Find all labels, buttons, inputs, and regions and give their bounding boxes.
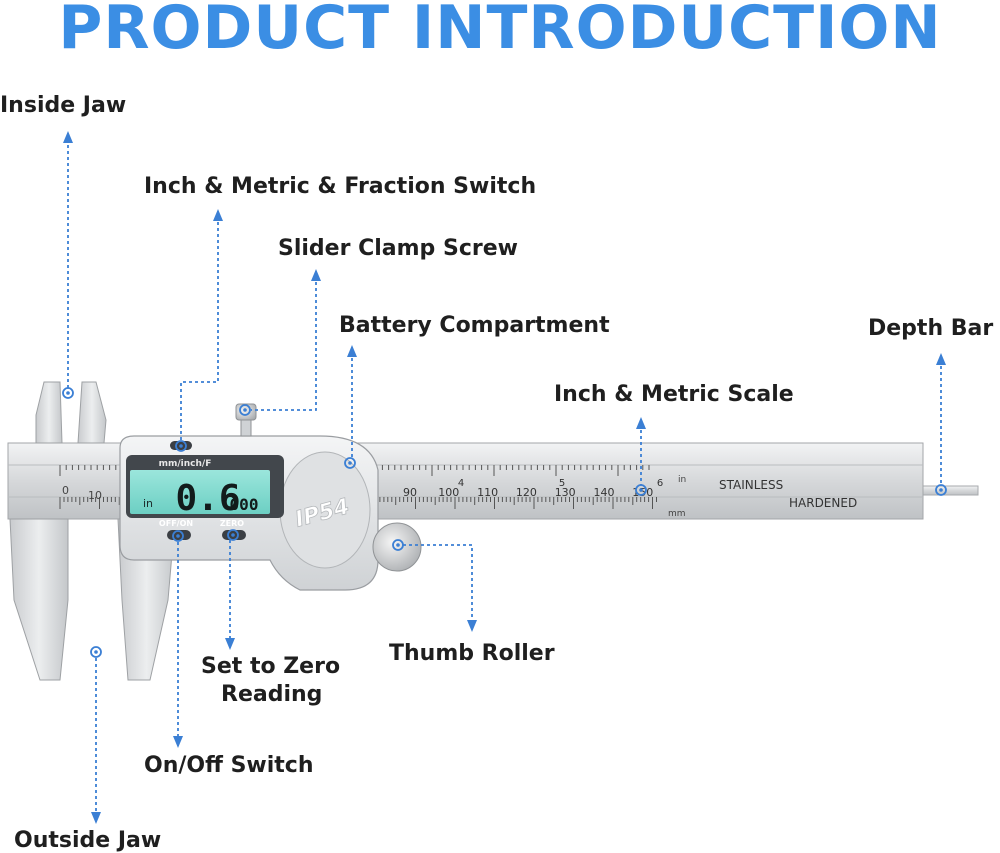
label-clamp-screw: Slider Clamp Screw bbox=[278, 236, 518, 261]
depth-bar bbox=[917, 485, 979, 496]
callout-battery bbox=[344, 345, 357, 469]
mm-number-labels: 90 100 110 120 130 140 150 bbox=[403, 486, 653, 499]
inch-number: 4 bbox=[458, 478, 464, 489]
lcd-reading: 0.6 bbox=[175, 478, 240, 519]
inch-number: 5 bbox=[559, 478, 565, 489]
label-onoff-switch: On/Off Switch bbox=[144, 753, 314, 778]
stamp-stainless: STAINLESS bbox=[719, 478, 783, 492]
mm-unit: mm bbox=[668, 509, 686, 519]
label-depth-bar: Depth Bar bbox=[868, 316, 994, 341]
page-title: PRODUCT INTRODUCTION bbox=[58, 0, 942, 63]
mode-label: mm/inch/F bbox=[159, 459, 212, 469]
callout-scale bbox=[635, 417, 647, 496]
mm-number: 140 bbox=[594, 486, 615, 499]
main-zero: 0 bbox=[62, 484, 69, 497]
callout-depth-bar bbox=[935, 353, 947, 496]
outside-jaw-fixed bbox=[9, 518, 69, 681]
callout-unit-switch bbox=[175, 209, 223, 452]
main-ten: 10 bbox=[88, 489, 102, 502]
clamp-screw[interactable] bbox=[235, 403, 257, 421]
callout-clamp-screw bbox=[239, 269, 321, 416]
mm-number: 110 bbox=[477, 486, 498, 499]
callout-outside-jaw bbox=[90, 646, 102, 824]
label-thumb-roller: Thumb Roller bbox=[389, 641, 555, 666]
label-set-zero-2: Reading bbox=[221, 682, 323, 707]
inch-number-labels: 4 5 6 bbox=[458, 478, 663, 489]
label-outside-jaw: Outside Jaw bbox=[14, 828, 162, 853]
label-unit-switch: Inch & Metric & Fraction Switch bbox=[144, 174, 537, 199]
lcd-screen bbox=[130, 470, 270, 514]
onoff-caption: OFF/ON bbox=[159, 519, 193, 528]
stamp-hardened: HARDENED bbox=[789, 496, 857, 510]
callout-inside-jaw bbox=[62, 131, 74, 399]
inside-jaw-slider bbox=[77, 381, 107, 444]
mm-number: 100 bbox=[438, 486, 459, 499]
inch-unit: in bbox=[678, 475, 686, 485]
lcd-reading-small: 000 bbox=[230, 495, 259, 514]
mm-number: 120 bbox=[516, 486, 537, 499]
label-scale: Inch & Metric Scale bbox=[554, 382, 794, 407]
label-battery: Battery Compartment bbox=[339, 313, 610, 338]
callout-set-zero bbox=[225, 529, 239, 650]
mm-number: 150 bbox=[632, 486, 653, 499]
inside-jaw-fixed bbox=[35, 381, 63, 444]
inch-number: 6 bbox=[657, 478, 663, 489]
lcd-unit-in: in bbox=[143, 497, 153, 510]
zero-caption: ZERO bbox=[220, 519, 244, 528]
mm-number: 130 bbox=[555, 486, 576, 499]
label-inside-jaw: Inside Jaw bbox=[0, 93, 127, 118]
thumb-roller[interactable] bbox=[372, 522, 422, 572]
callout-onoff bbox=[172, 530, 184, 748]
label-set-zero-1: Set to Zero bbox=[201, 654, 341, 679]
mm-number: 90 bbox=[403, 486, 417, 499]
callout-thumb-roller bbox=[392, 539, 477, 632]
